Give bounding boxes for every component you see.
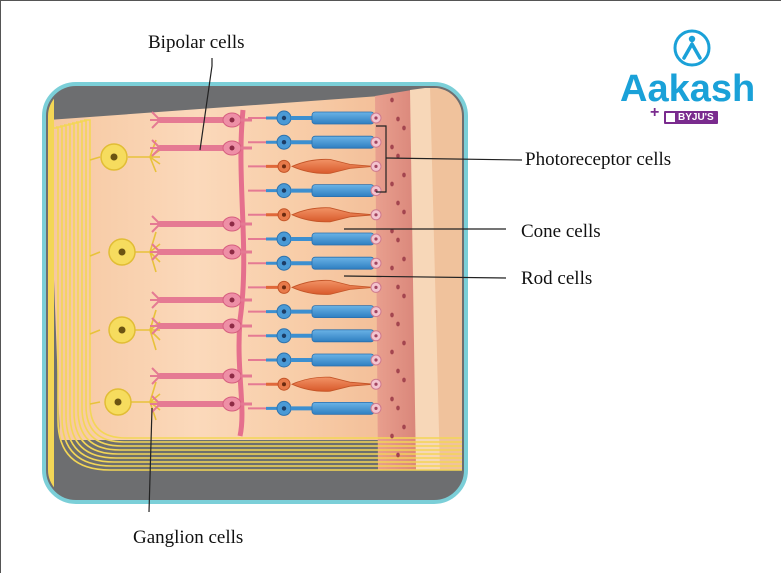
- byjus-b-icon: [666, 113, 675, 122]
- pigment-nucleus: [396, 322, 400, 327]
- pigment-nucleus: [396, 117, 400, 122]
- pigment-nucleus: [402, 173, 406, 178]
- pigment-nucleus: [396, 406, 400, 411]
- pigment-nucleus: [402, 378, 406, 383]
- label-rod-cells: Rod cells: [521, 268, 592, 290]
- pigment-nucleus: [396, 369, 400, 374]
- pigment-nucleus: [402, 294, 406, 299]
- pigment-nucleus: [402, 341, 406, 346]
- pigment-nucleus: [390, 434, 394, 439]
- pigment-nucleus: [390, 266, 394, 271]
- pigment-nucleus: [390, 313, 394, 318]
- pigment-nucleus: [390, 350, 394, 355]
- label-cone-cells: Cone cells: [521, 221, 601, 243]
- ganglion-cell: [101, 144, 127, 170]
- logo-plus: +: [650, 104, 659, 122]
- pigment-nucleus: [396, 201, 400, 206]
- label-ganglion-cells: Ganglion cells: [133, 527, 243, 549]
- label-photoreceptor-cells: Photoreceptor cells: [525, 149, 671, 171]
- pigment-nucleus: [396, 453, 400, 458]
- pigment-nucleus: [390, 98, 394, 103]
- aakash-byjus-logo: Aakash + BYJU'S: [618, 28, 768, 138]
- ganglion-cell: [109, 239, 135, 265]
- pigment-nucleus: [402, 257, 406, 262]
- pigment-nucleus: [396, 238, 400, 243]
- pigment-nucleus: [402, 126, 406, 131]
- pigment-nucleus: [402, 425, 406, 430]
- pigment-nucleus: [402, 210, 406, 215]
- pigment-nucleus: [390, 182, 394, 187]
- pigment-nucleus: [390, 397, 394, 402]
- pigment-nucleus: [396, 285, 400, 290]
- pigment-nucleus: [390, 145, 394, 150]
- person-icon: [672, 28, 712, 68]
- logo-brand: Aakash: [620, 70, 755, 108]
- ganglion-cell: [109, 317, 135, 343]
- label-bipolar-cells: Bipolar cells: [148, 32, 245, 54]
- ganglion-cell: [105, 389, 131, 415]
